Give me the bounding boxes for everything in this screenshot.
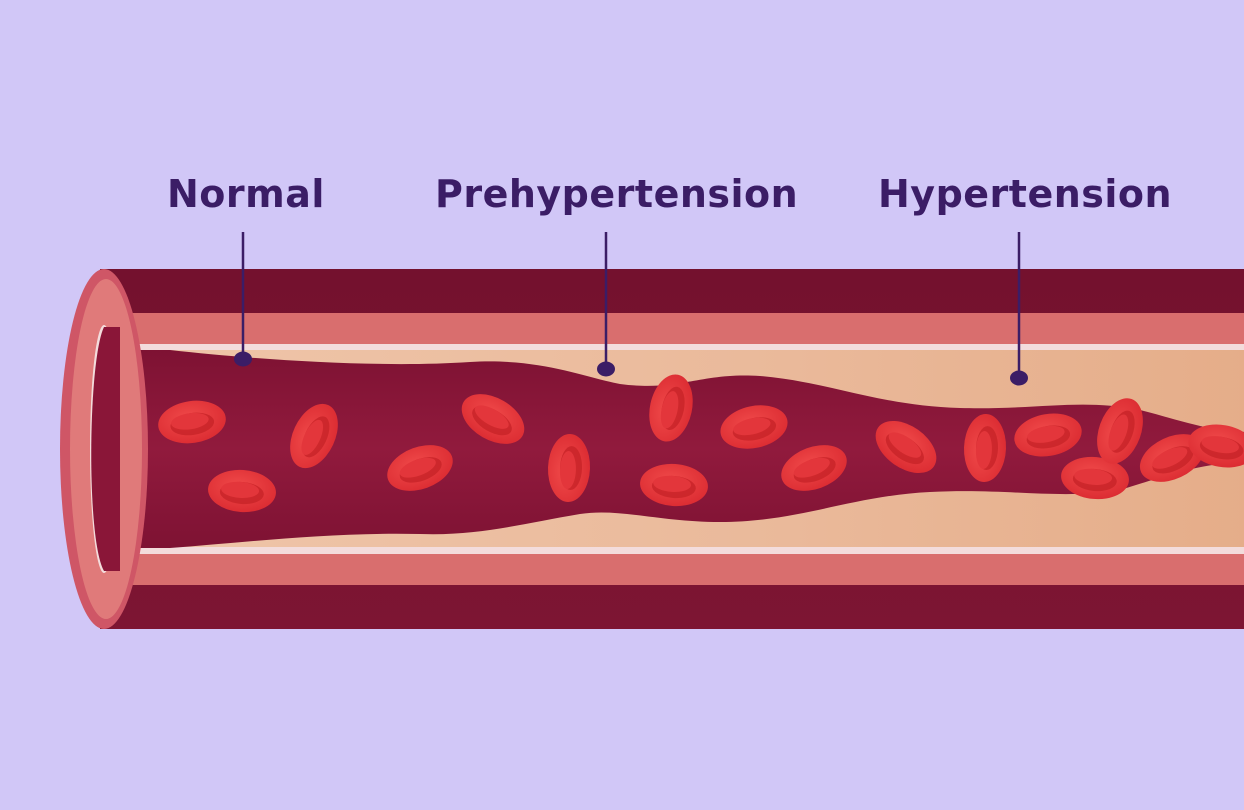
leader-hypertension (1010, 232, 1028, 386)
blood-flow-lumen (100, 350, 1244, 548)
label-normal: Normal (167, 172, 325, 216)
leader-dot (1010, 370, 1028, 386)
leader-prehypertension (597, 232, 615, 377)
leader-dot (234, 351, 252, 367)
lumen-connector (108, 352, 120, 547)
label-hypertension: Hypertension (878, 172, 1173, 216)
leader-normal (234, 232, 252, 367)
label-prehypertension: Prehypertension (435, 172, 799, 216)
leader-dot (597, 361, 615, 377)
